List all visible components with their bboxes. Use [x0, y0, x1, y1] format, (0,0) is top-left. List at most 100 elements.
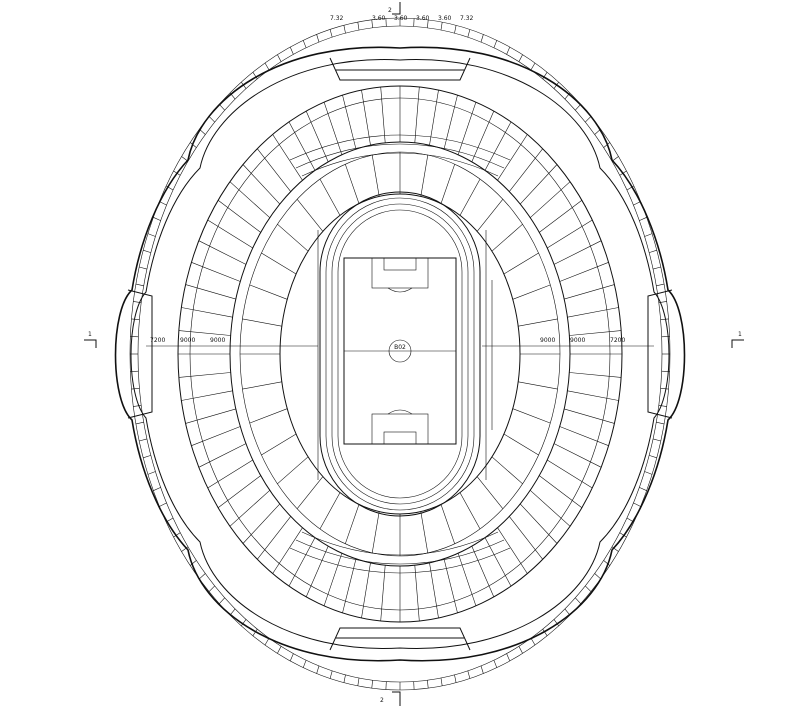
room-partition — [272, 527, 303, 574]
room-partition — [519, 164, 558, 205]
dimension-tick — [143, 249, 151, 253]
dim-label: 7.32 — [330, 15, 344, 22]
dim-label: 9000 — [210, 337, 225, 344]
inner-partition — [476, 476, 504, 509]
room-partition — [564, 408, 615, 424]
room-partition — [529, 181, 571, 218]
room-partition — [457, 553, 477, 606]
top-dimension-labels: 7.32 3.60 3.60 3.60 3.60 7.32 — [330, 15, 474, 22]
axis-marker-bottom: 2 — [380, 691, 401, 706]
dimension-tick — [343, 674, 346, 683]
inner-partition — [277, 456, 309, 485]
room-partition — [242, 503, 281, 544]
inner-partition — [249, 408, 288, 424]
room-partition — [539, 200, 583, 233]
dimension-tick — [619, 532, 627, 538]
dimension-tick — [644, 471, 653, 475]
dimension-tick — [302, 660, 307, 668]
center-label: B02 — [394, 344, 406, 351]
dimension-tick — [264, 637, 270, 646]
dimension-tick — [454, 674, 457, 683]
inner-partition — [319, 178, 341, 216]
inner-partition — [420, 155, 429, 197]
dimension-tick — [357, 22, 360, 31]
dimension-tick — [644, 233, 653, 237]
dimension-tick — [480, 34, 484, 43]
dimension-tick — [553, 619, 559, 626]
room-partition — [564, 284, 615, 300]
dimension-tick — [329, 29, 333, 38]
dimension-tick — [329, 670, 333, 679]
room-partition — [305, 110, 329, 163]
inner-partition — [371, 155, 380, 197]
dimension-tick — [343, 25, 346, 34]
dimension-tick — [190, 142, 197, 148]
dimension-tick — [131, 318, 140, 320]
room-partition — [257, 148, 291, 192]
football-pitch: B02 — [343, 257, 457, 445]
dimension-tick — [656, 283, 665, 287]
inner-partition — [296, 199, 324, 232]
room-partition — [288, 121, 316, 171]
dimension-tick — [518, 646, 523, 654]
room-partition — [547, 459, 593, 489]
dimension-tick — [316, 665, 320, 674]
center-dimension-line: 7200 9000 9000 9000 9000 7200 — [146, 337, 654, 347]
dim-label: 7.32 — [460, 15, 474, 22]
room-partition — [288, 537, 316, 587]
dimension-tick — [639, 487, 647, 491]
dimension-tick — [199, 573, 206, 580]
dimension-tick — [542, 72, 548, 80]
dimension-tick — [518, 54, 523, 62]
dimension-tick — [427, 19, 429, 28]
dimension-tick — [173, 532, 181, 538]
dimension-tick — [139, 266, 147, 270]
room-partition — [567, 390, 619, 401]
dimension-tick — [660, 388, 669, 390]
inner-partition — [518, 381, 558, 390]
room-partition — [569, 330, 622, 336]
inner-partition — [512, 284, 551, 300]
dimension-tick — [229, 608, 236, 616]
dim-label: 7200 — [610, 337, 625, 344]
inner-partition — [491, 223, 523, 252]
room-partition — [178, 330, 231, 336]
dimension-tick — [440, 677, 443, 686]
room-partition — [323, 553, 343, 606]
dim-label: 9000 — [570, 337, 585, 344]
dim-label: 7200 — [150, 337, 165, 344]
room-partition — [443, 95, 458, 150]
seating-tiers — [289, 134, 511, 574]
dimension-tick — [658, 405, 667, 407]
dimension-tick — [656, 421, 665, 425]
room-partition — [509, 148, 543, 192]
inner-partition — [518, 318, 558, 327]
dimension-tick — [135, 283, 144, 287]
running-track — [317, 191, 493, 517]
dimension-tick — [639, 217, 647, 221]
inner-partition — [296, 476, 324, 509]
outer-dimension-ring — [129, 17, 671, 691]
room-partition — [471, 110, 495, 163]
dimension-tick — [241, 619, 247, 626]
dimension-tick — [219, 597, 225, 604]
room-partition — [178, 372, 231, 378]
dimension-tick — [371, 19, 373, 28]
room-partition — [539, 475, 583, 508]
inner-partition — [319, 492, 341, 530]
dimension-tick — [153, 487, 161, 491]
dimension-tick — [159, 201, 167, 206]
dimension-tick — [159, 502, 167, 507]
dim-label: 3.60 — [394, 15, 408, 22]
room-partition — [207, 219, 253, 249]
room-partition — [443, 558, 458, 613]
dimension-tick — [564, 608, 571, 616]
room-partition — [414, 86, 420, 143]
dimension-tick — [139, 438, 147, 442]
axis-marker-left: 1 — [84, 331, 97, 348]
room-partition — [497, 527, 528, 574]
inner-partition — [242, 318, 282, 327]
dimension-tick — [467, 670, 471, 679]
dimension-tick — [277, 646, 282, 654]
dimension-tick — [575, 597, 581, 604]
